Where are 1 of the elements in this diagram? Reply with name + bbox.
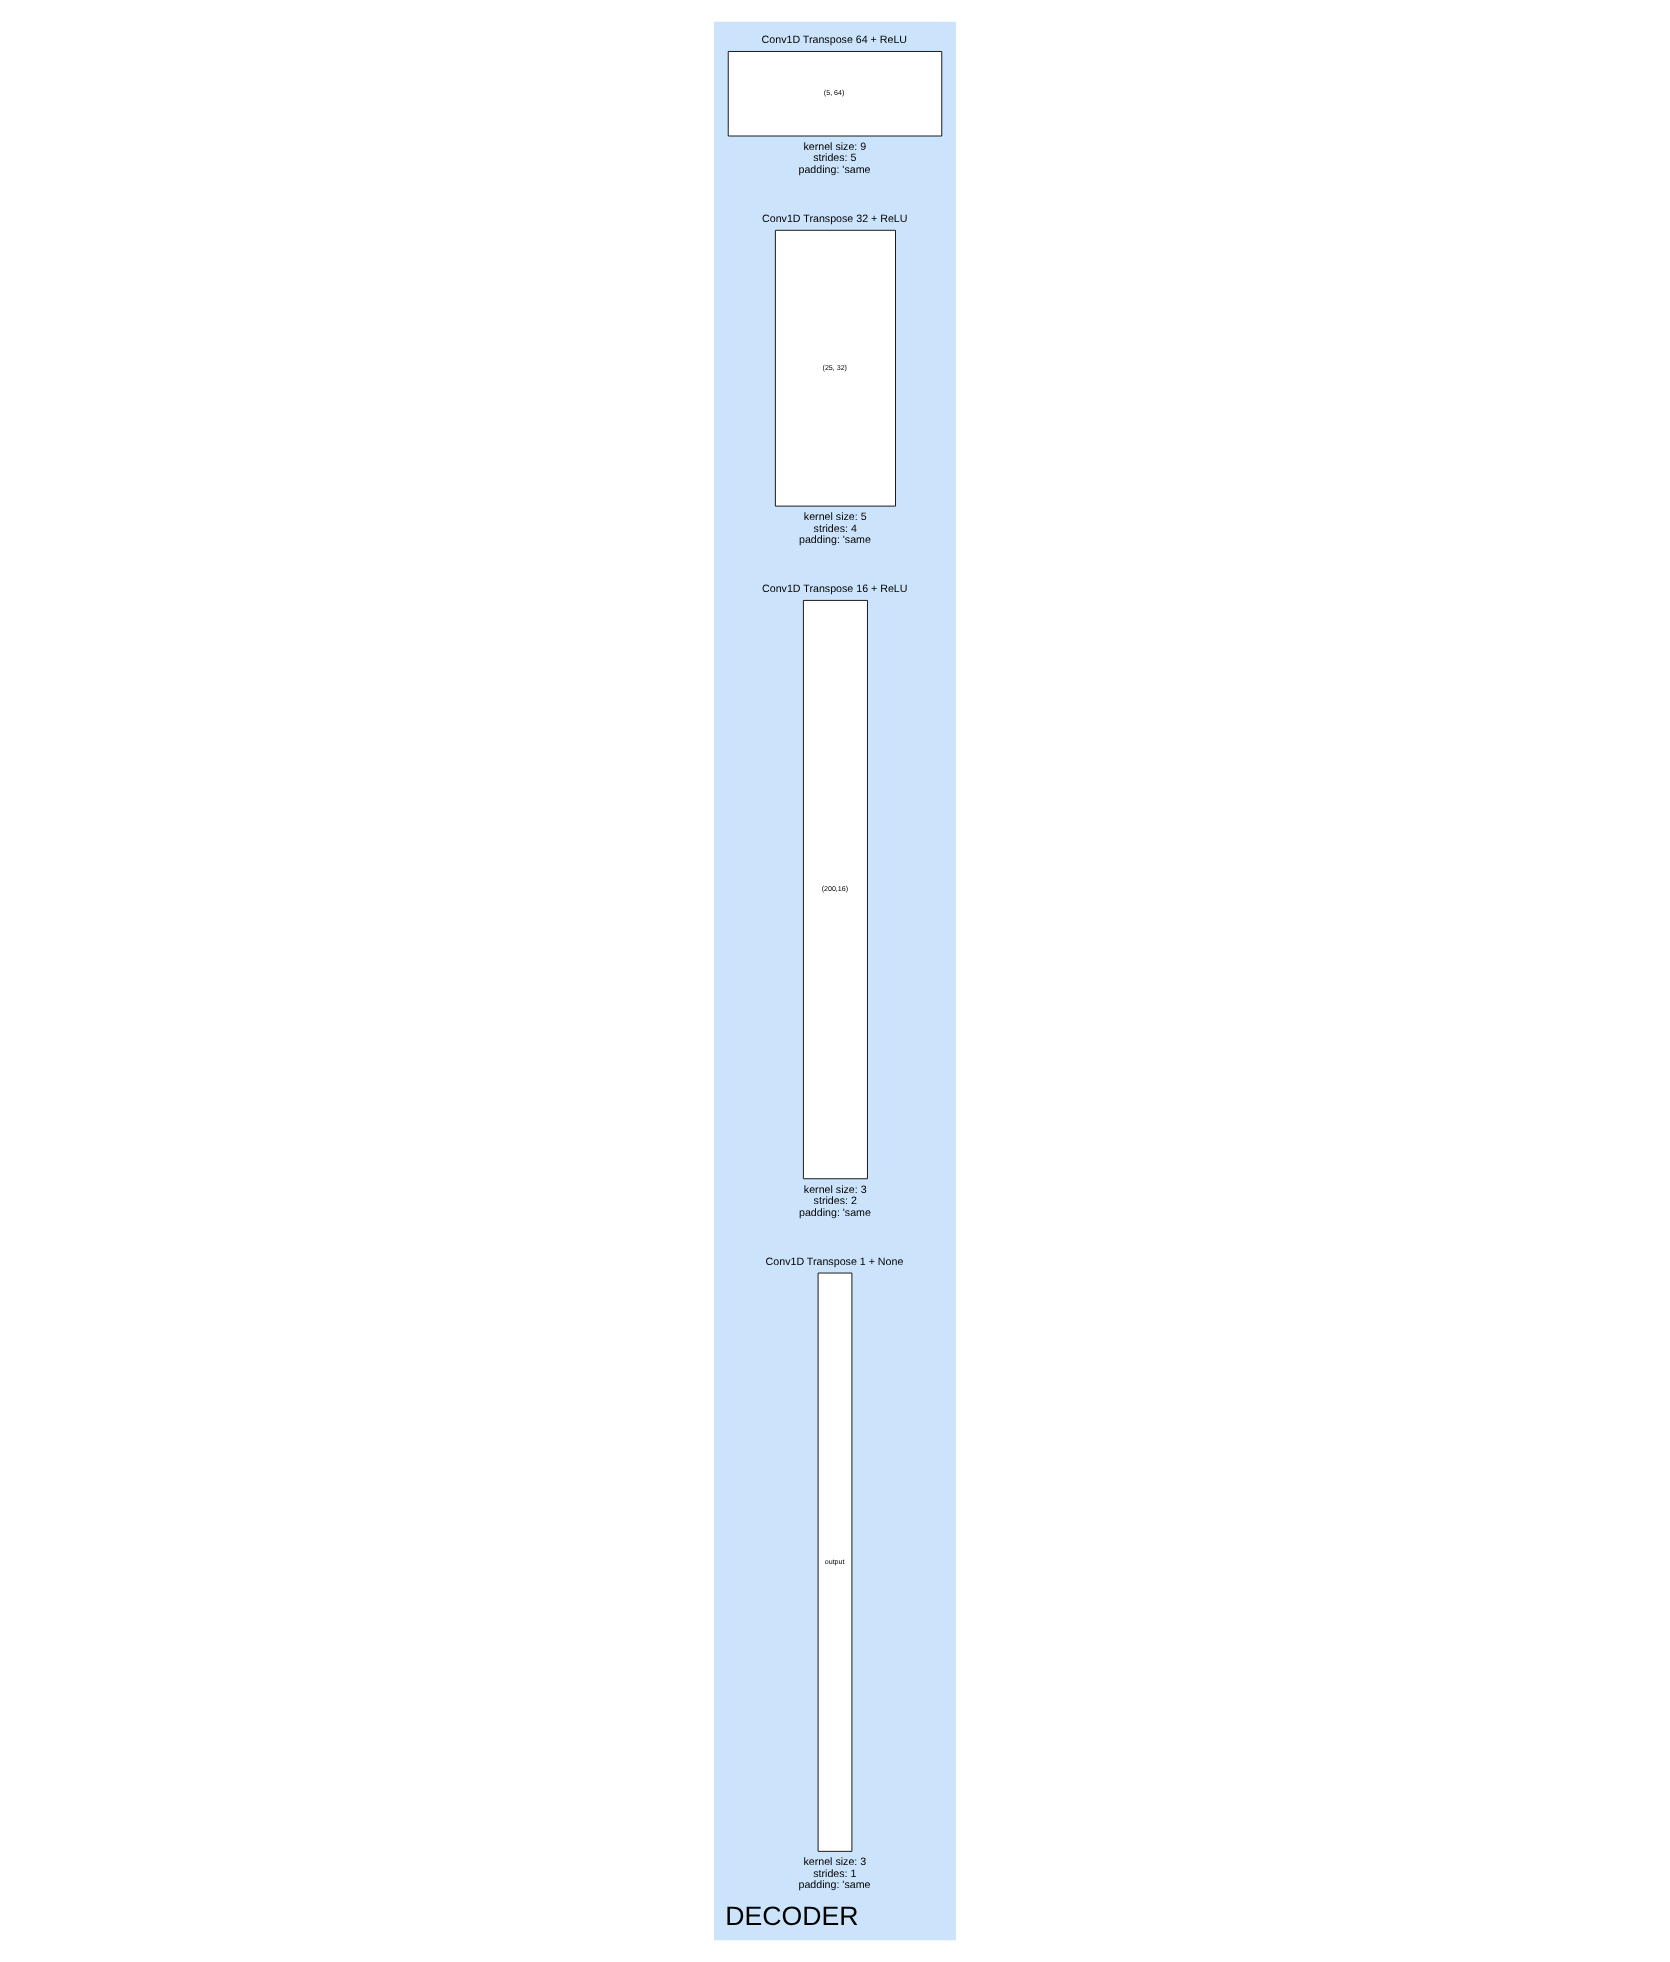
diagram-title: DECODER	[725, 1901, 859, 1932]
